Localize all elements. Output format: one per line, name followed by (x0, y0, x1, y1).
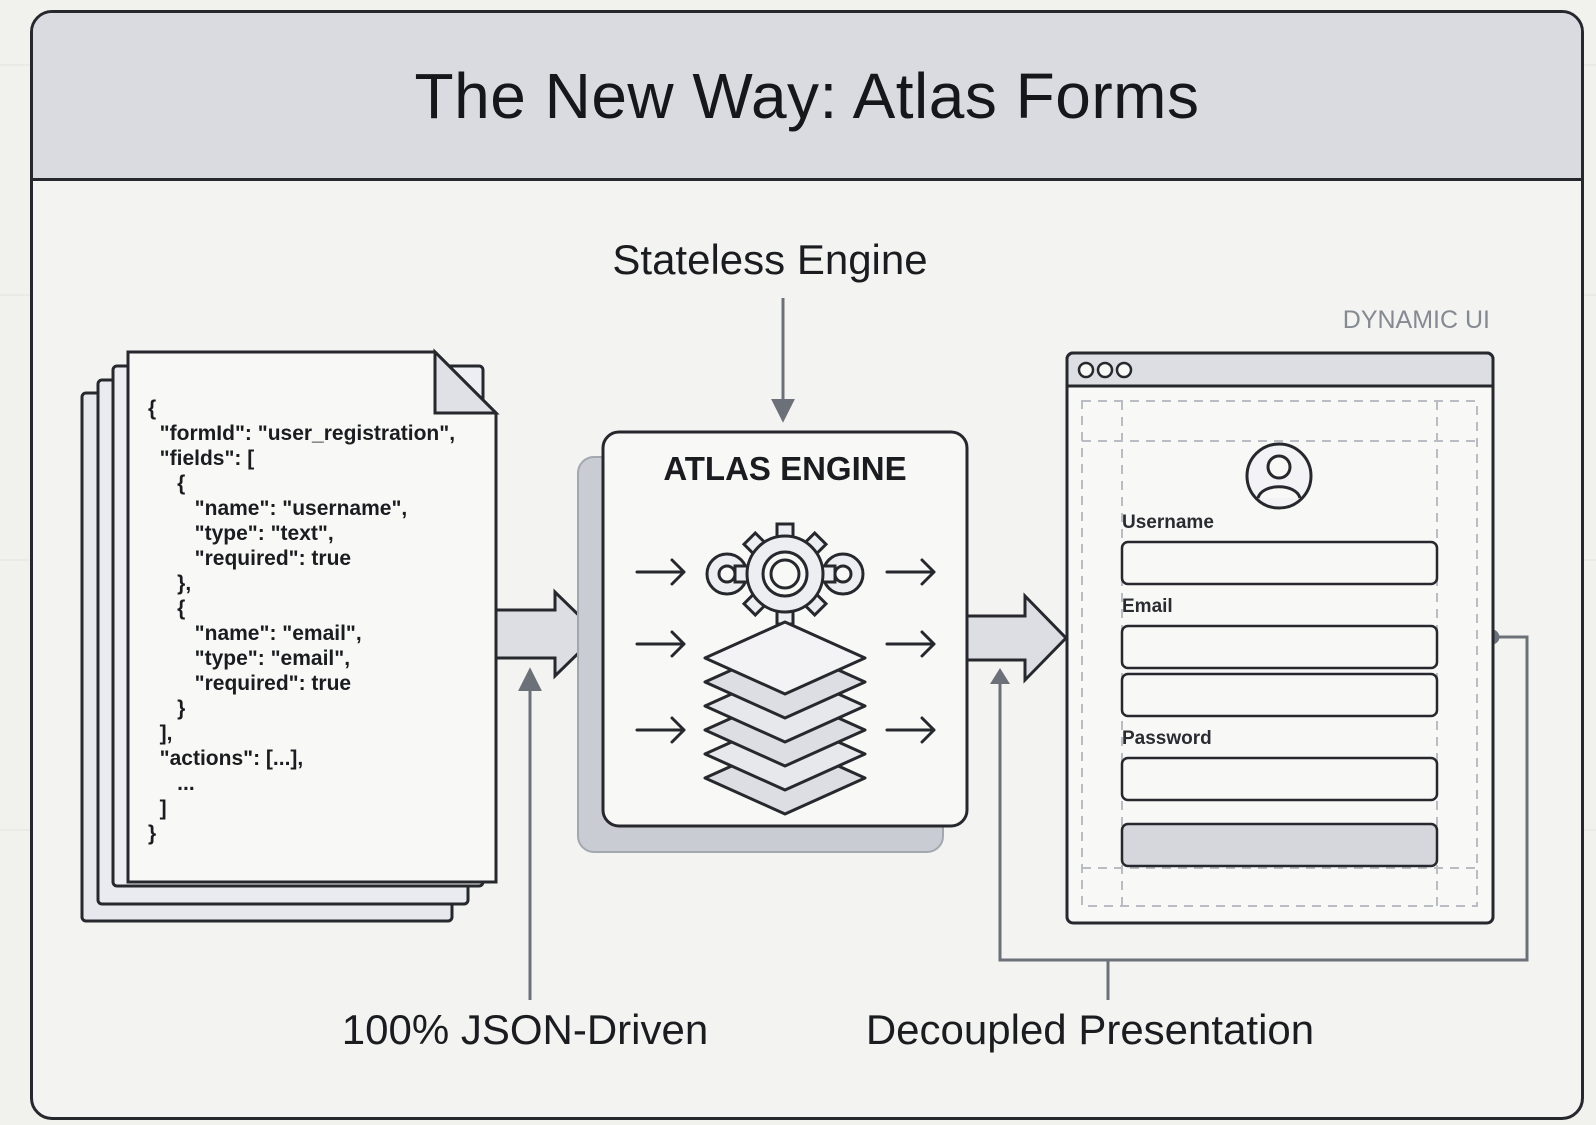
json-code-line: ] (148, 797, 167, 820)
json-code-line: "name": "email", (148, 622, 362, 645)
json-code-line: { (148, 472, 186, 495)
json-code-line: "required": true (148, 672, 352, 695)
json-driven-label: 100% JSON-Driven (341, 1006, 709, 1053)
json-code-line: ... (148, 772, 195, 795)
json-code: { "formId": "user_registration", "fields… (148, 396, 455, 846)
username-label: Username (1122, 512, 1214, 533)
page-title: The New Way: Atlas Forms (414, 59, 1200, 132)
email-confirm-input[interactable] (1120, 672, 1439, 718)
password-input[interactable] (1120, 756, 1439, 802)
email-label: Email (1122, 596, 1173, 617)
json-code-line: "required": true (148, 547, 352, 570)
ui-window-titlebar (1065, 351, 1495, 388)
json-code-line: "formId": "user_registration", (148, 422, 456, 445)
page-fold-corner (433, 348, 500, 415)
decoupled-presentation-label: Decoupled Presentation (865, 1006, 1315, 1053)
json-code-line: { (148, 597, 186, 620)
panel-header: The New Way: Atlas Forms (33, 13, 1581, 181)
json-code-line: "fields": [ (148, 447, 255, 470)
input-flow-arrow (494, 588, 601, 680)
email-input[interactable] (1120, 624, 1439, 670)
json-code-line: "actions": [...], (148, 747, 304, 770)
json-code-line: "name": "username", (148, 497, 408, 520)
decoupled-arrowhead (990, 668, 1010, 684)
window-control-dot-2[interactable] (1096, 361, 1114, 379)
engine-flow-arrows (635, 558, 936, 744)
atlas-engine-title: ATLAS ENGINE (663, 450, 907, 487)
gears-icon (705, 522, 865, 626)
output-flow-arrow (965, 592, 1069, 684)
json-code-line: "type": "email", (148, 647, 351, 670)
stateless-engine-label: Stateless Engine (612, 236, 928, 283)
layers-stack-icon (703, 620, 867, 816)
json-code-line: { (148, 397, 157, 420)
json-code-line: ], (148, 722, 173, 745)
window-control-dot-3[interactable] (1115, 361, 1133, 379)
json-code-line: } (148, 822, 157, 845)
dynamic-ui-window (1065, 351, 1495, 925)
dynamic-ui-label: DYNAMIC UI (1342, 306, 1490, 334)
submit-button[interactable] (1120, 822, 1439, 868)
user-avatar-icon (1245, 442, 1313, 510)
json-document-stack (80, 348, 500, 923)
window-control-dot-1[interactable] (1077, 361, 1095, 379)
json-code-line: "type": "text", (148, 522, 334, 545)
json-code-line: }, (148, 572, 192, 595)
username-input[interactable] (1120, 540, 1439, 586)
json-code-line: } (148, 697, 186, 720)
layout-guides (1081, 400, 1478, 907)
password-label: Password (1122, 728, 1212, 749)
